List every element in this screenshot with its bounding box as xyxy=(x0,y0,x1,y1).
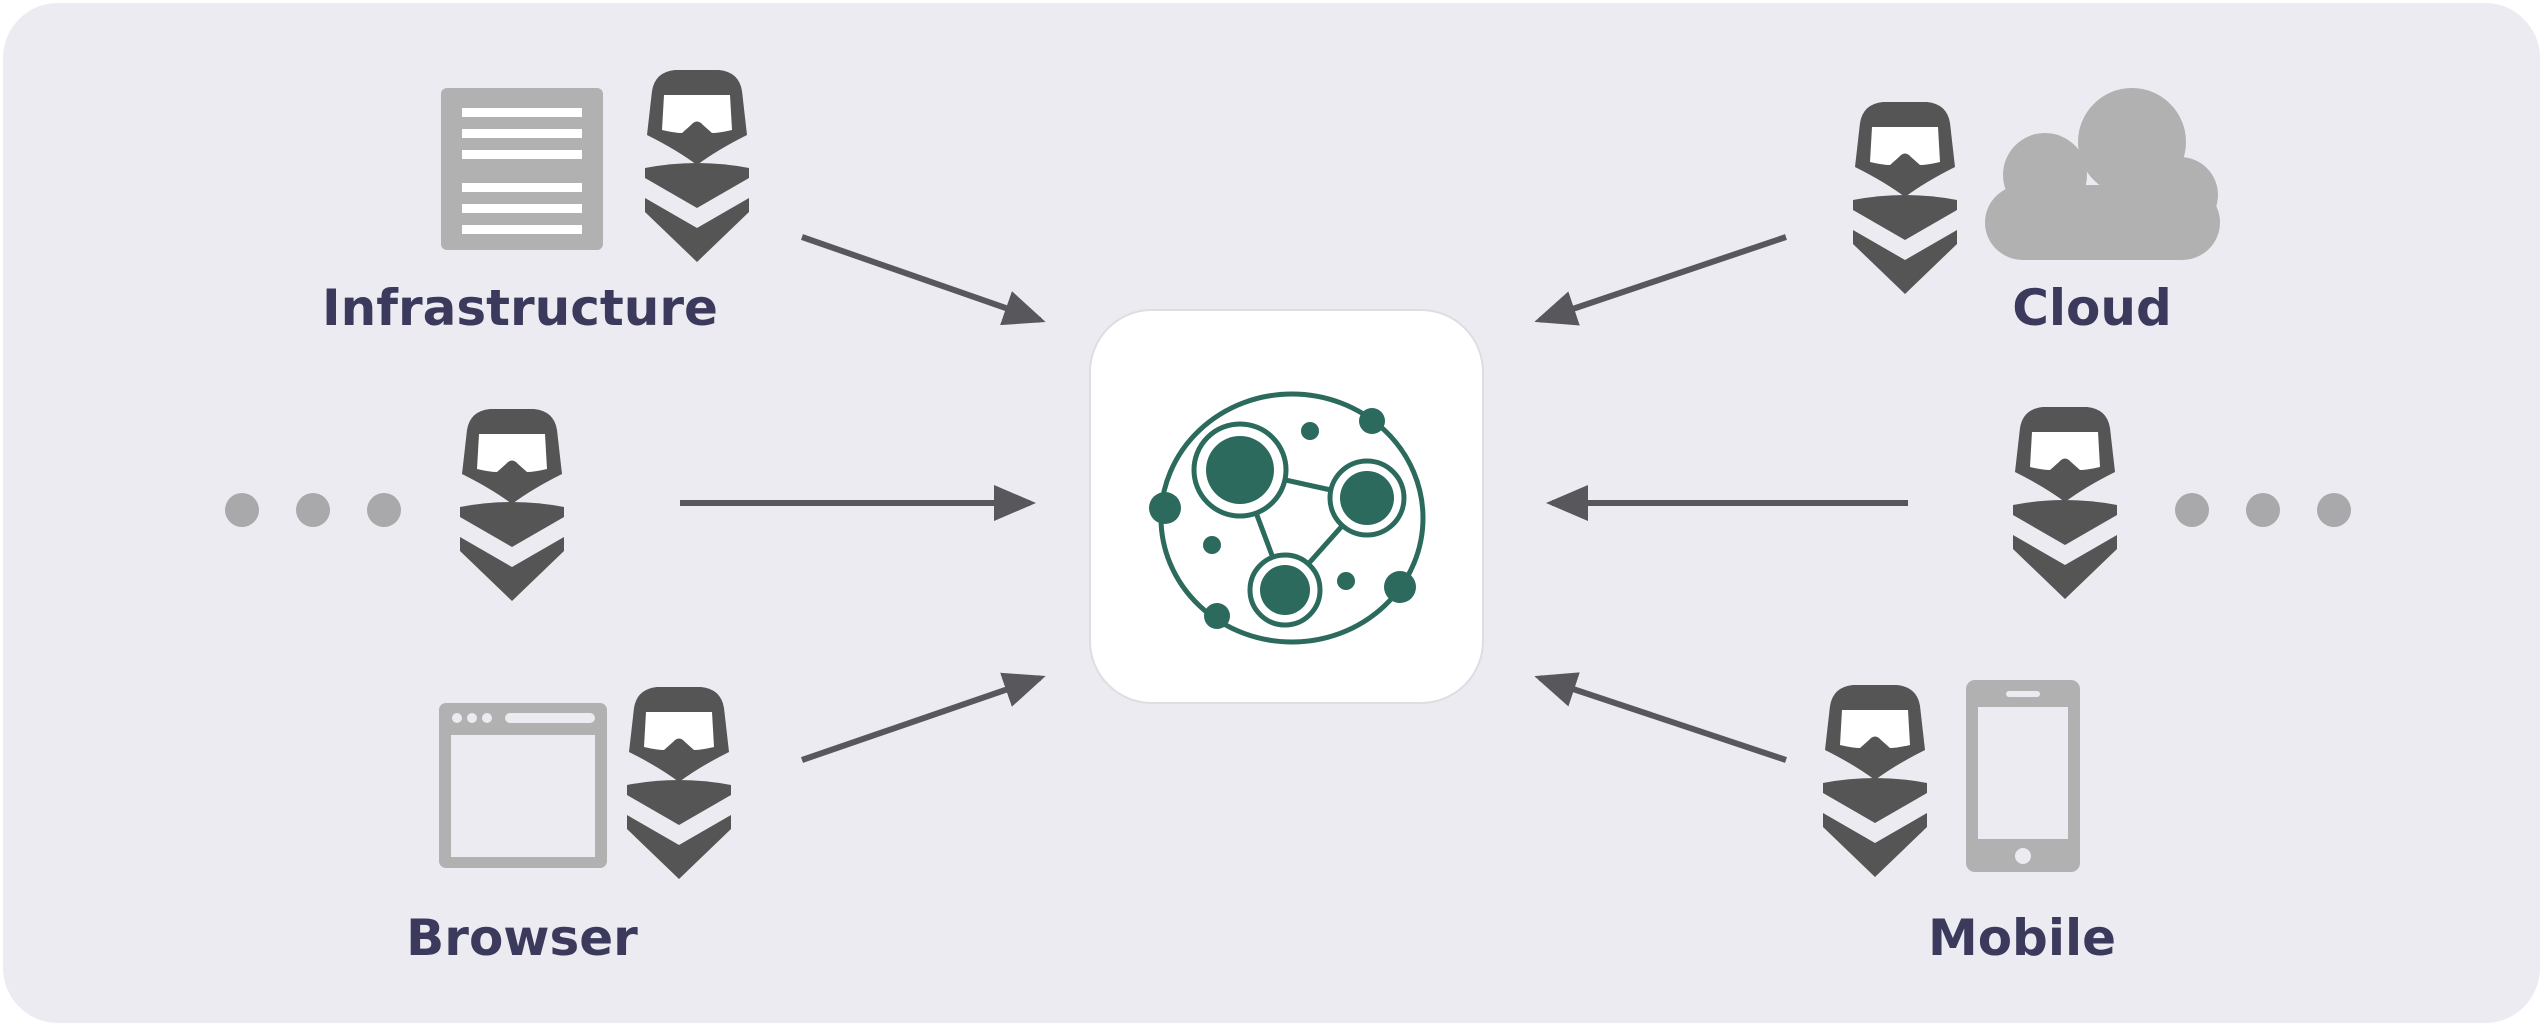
arrow-cloud xyxy=(1534,234,1787,326)
central-hub xyxy=(1089,309,1484,704)
smartphone-icon xyxy=(1966,680,2080,872)
left-more-node xyxy=(225,409,564,601)
browser-node: Browser xyxy=(406,687,731,967)
infrastructure-node: Infrastructure xyxy=(322,70,749,337)
network-hub-icon xyxy=(1149,391,1426,645)
ellipsis-dots-icon xyxy=(225,493,401,527)
cloud-icon xyxy=(1985,88,2220,260)
browser-window-icon xyxy=(439,703,607,868)
label-infrastructure: Infrastructure xyxy=(322,279,718,337)
label-cloud: Cloud xyxy=(2012,279,2172,337)
ellipsis-dots-icon xyxy=(2175,493,2351,527)
label-mobile: Mobile xyxy=(1928,909,2116,967)
cloud-node: Cloud xyxy=(1853,88,2220,337)
mobile-node: Mobile xyxy=(1823,680,2116,967)
label-browser: Browser xyxy=(406,909,638,967)
arrow-browser xyxy=(801,672,1046,763)
right-more-node xyxy=(2013,407,2351,599)
arrow-mobile xyxy=(1534,672,1787,763)
server-document-icon xyxy=(441,88,603,250)
arrows xyxy=(680,234,1908,763)
arrow-infrastructure xyxy=(801,234,1046,326)
